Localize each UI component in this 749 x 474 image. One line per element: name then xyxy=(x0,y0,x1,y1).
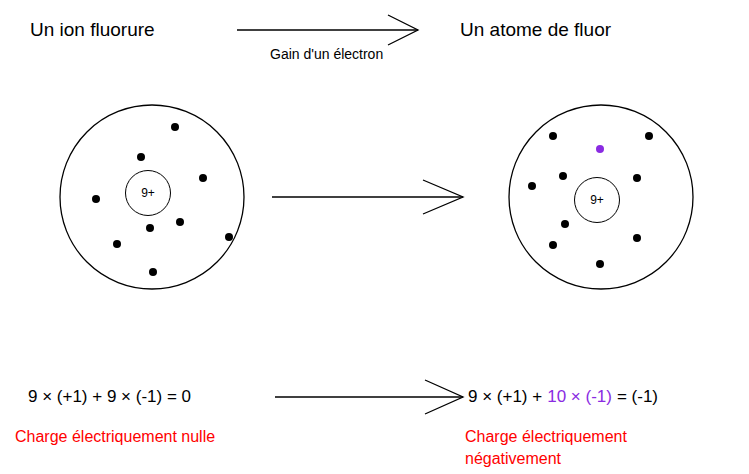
electron-dot xyxy=(559,172,567,180)
electron-dot xyxy=(176,218,184,226)
charge-equation: 9 × (+1) + xyxy=(468,387,542,407)
electron-dot xyxy=(633,234,641,242)
electron-dot xyxy=(645,132,653,140)
electron-dot xyxy=(92,195,100,203)
gained-electron xyxy=(596,145,604,153)
charge-equation: 9 × (+1) + 9 × (-1) = 0 xyxy=(28,387,191,406)
arrow-head xyxy=(425,380,463,414)
label-box: Un atome de fluor xyxy=(460,19,611,41)
electron-cloud xyxy=(509,105,693,289)
state-heading: Un ion fluorure xyxy=(30,19,155,40)
nucleus-circle: 9+ xyxy=(125,170,171,216)
label-box: Un ion fluorure xyxy=(30,19,155,41)
label-box: Charge électriquement négativement xyxy=(465,426,650,471)
reaction-arrow xyxy=(237,29,418,30)
label-box: Charge électriquement nulle xyxy=(15,428,215,446)
equation-row: 9 × (+1) +10 × (-1)= (-1) xyxy=(468,387,658,407)
electron-dot xyxy=(199,174,207,182)
nucleus-circle: 9+ xyxy=(574,177,620,223)
nucleus-charge: 9+ xyxy=(590,193,604,207)
electron-dot xyxy=(113,240,121,248)
charge-conclusion: Charge électriquement négativement xyxy=(465,428,627,467)
electron-dot xyxy=(633,174,641,182)
arrow-label: Gain d'un électron xyxy=(270,46,383,62)
electron-dot xyxy=(225,233,233,241)
reaction-arrow xyxy=(275,396,463,397)
arrow-head xyxy=(388,15,418,45)
reaction-arrow xyxy=(272,196,463,197)
electron-dot xyxy=(549,132,557,140)
electron-dot xyxy=(171,123,179,131)
electron-dot xyxy=(149,268,157,276)
electron-dot xyxy=(528,182,536,190)
electron-dot xyxy=(596,260,604,268)
electron-dot xyxy=(137,153,145,161)
added-charge: 10 × (-1) xyxy=(547,387,612,407)
electron-dot xyxy=(549,241,557,249)
label-box: Gain d'un électron xyxy=(270,45,383,63)
label-box: 9 × (+1) + 9 × (-1) = 0 xyxy=(28,387,191,407)
arrow-head xyxy=(423,180,463,214)
nucleus-charge: 9+ xyxy=(141,186,155,200)
state-heading: Un atome de fluor xyxy=(460,19,611,40)
charge-conclusion: Charge électriquement nulle xyxy=(15,428,215,445)
charge-equation: = (-1) xyxy=(617,387,658,407)
electron-cloud xyxy=(60,105,244,289)
electron-dot xyxy=(146,224,154,232)
electron-dot xyxy=(561,220,569,228)
